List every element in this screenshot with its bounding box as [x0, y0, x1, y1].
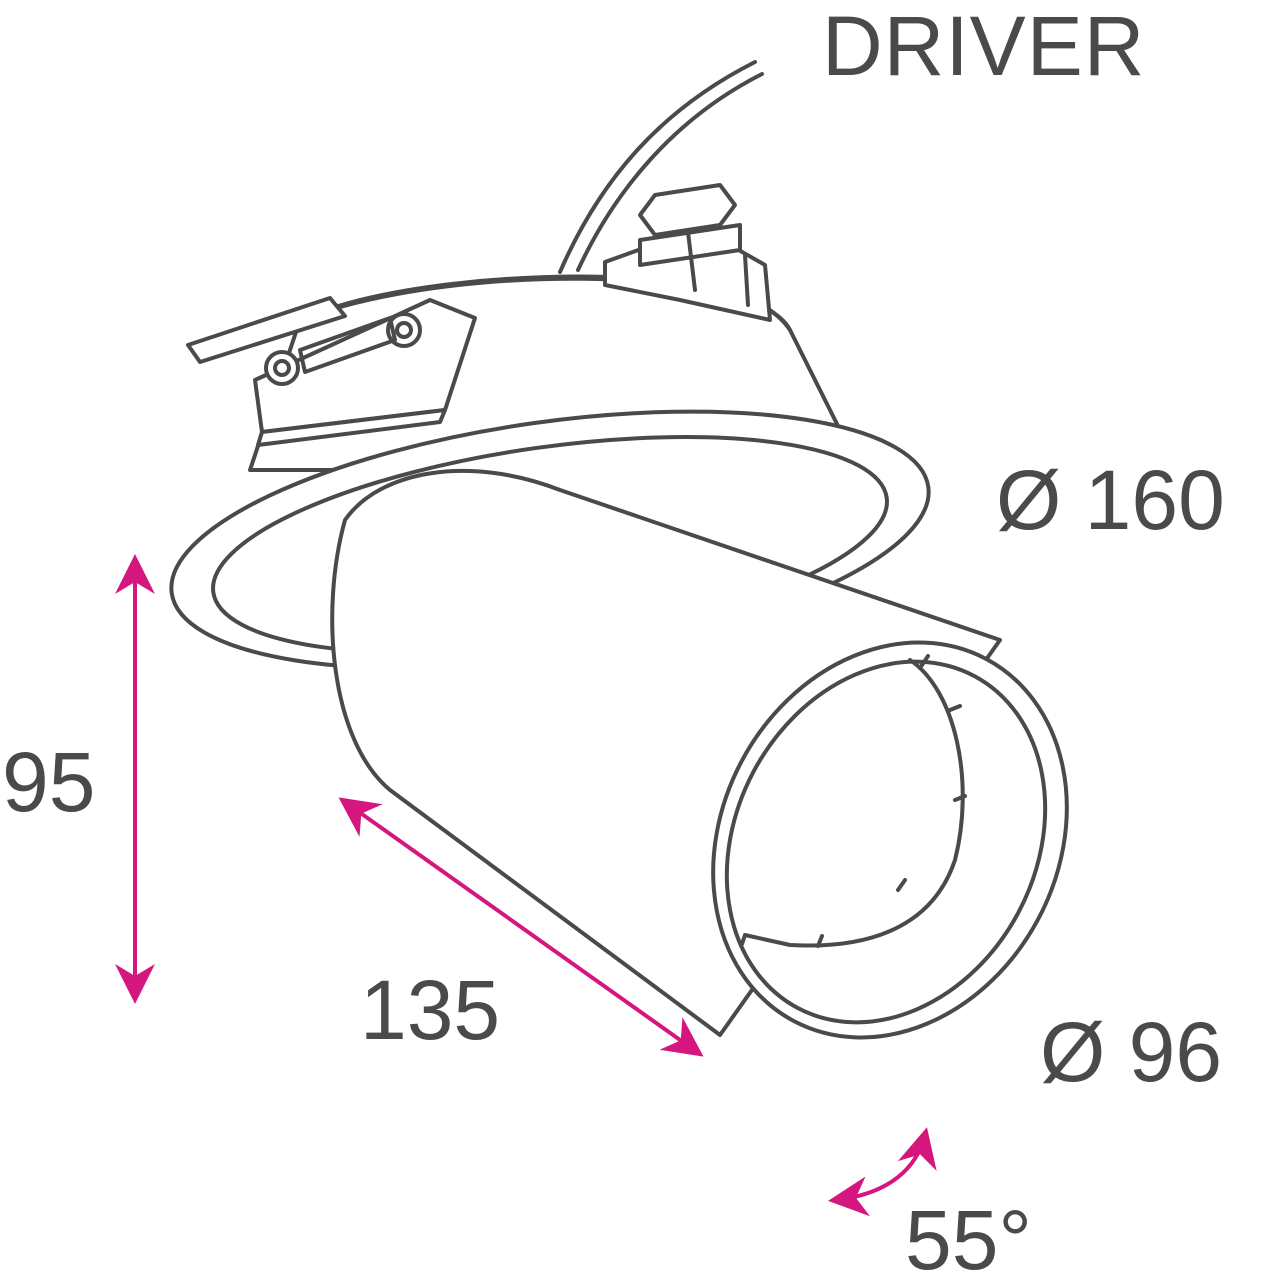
outer-diameter-label: Ø 160 — [996, 453, 1225, 547]
tilt-angle-arrow — [828, 1127, 937, 1217]
lens-outer-ring — [711, 640, 1069, 1040]
inner-diameter-label: Ø 96 — [1040, 1005, 1223, 1099]
driver-label: DRIVER — [822, 0, 1146, 93]
driver-cable — [558, 60, 757, 274]
terminal-block — [603, 183, 772, 322]
height-label: 95 — [2, 735, 96, 829]
tilt-angle-label: 55° — [905, 1193, 1033, 1282]
length-label: 135 — [360, 963, 501, 1057]
driver-cable-inner — [576, 72, 764, 272]
length-dimension-arrow — [338, 797, 704, 1057]
reflector-edge — [743, 658, 965, 948]
lens-inner-ring — [724, 659, 1048, 1025]
spring-clip — [186, 296, 477, 447]
